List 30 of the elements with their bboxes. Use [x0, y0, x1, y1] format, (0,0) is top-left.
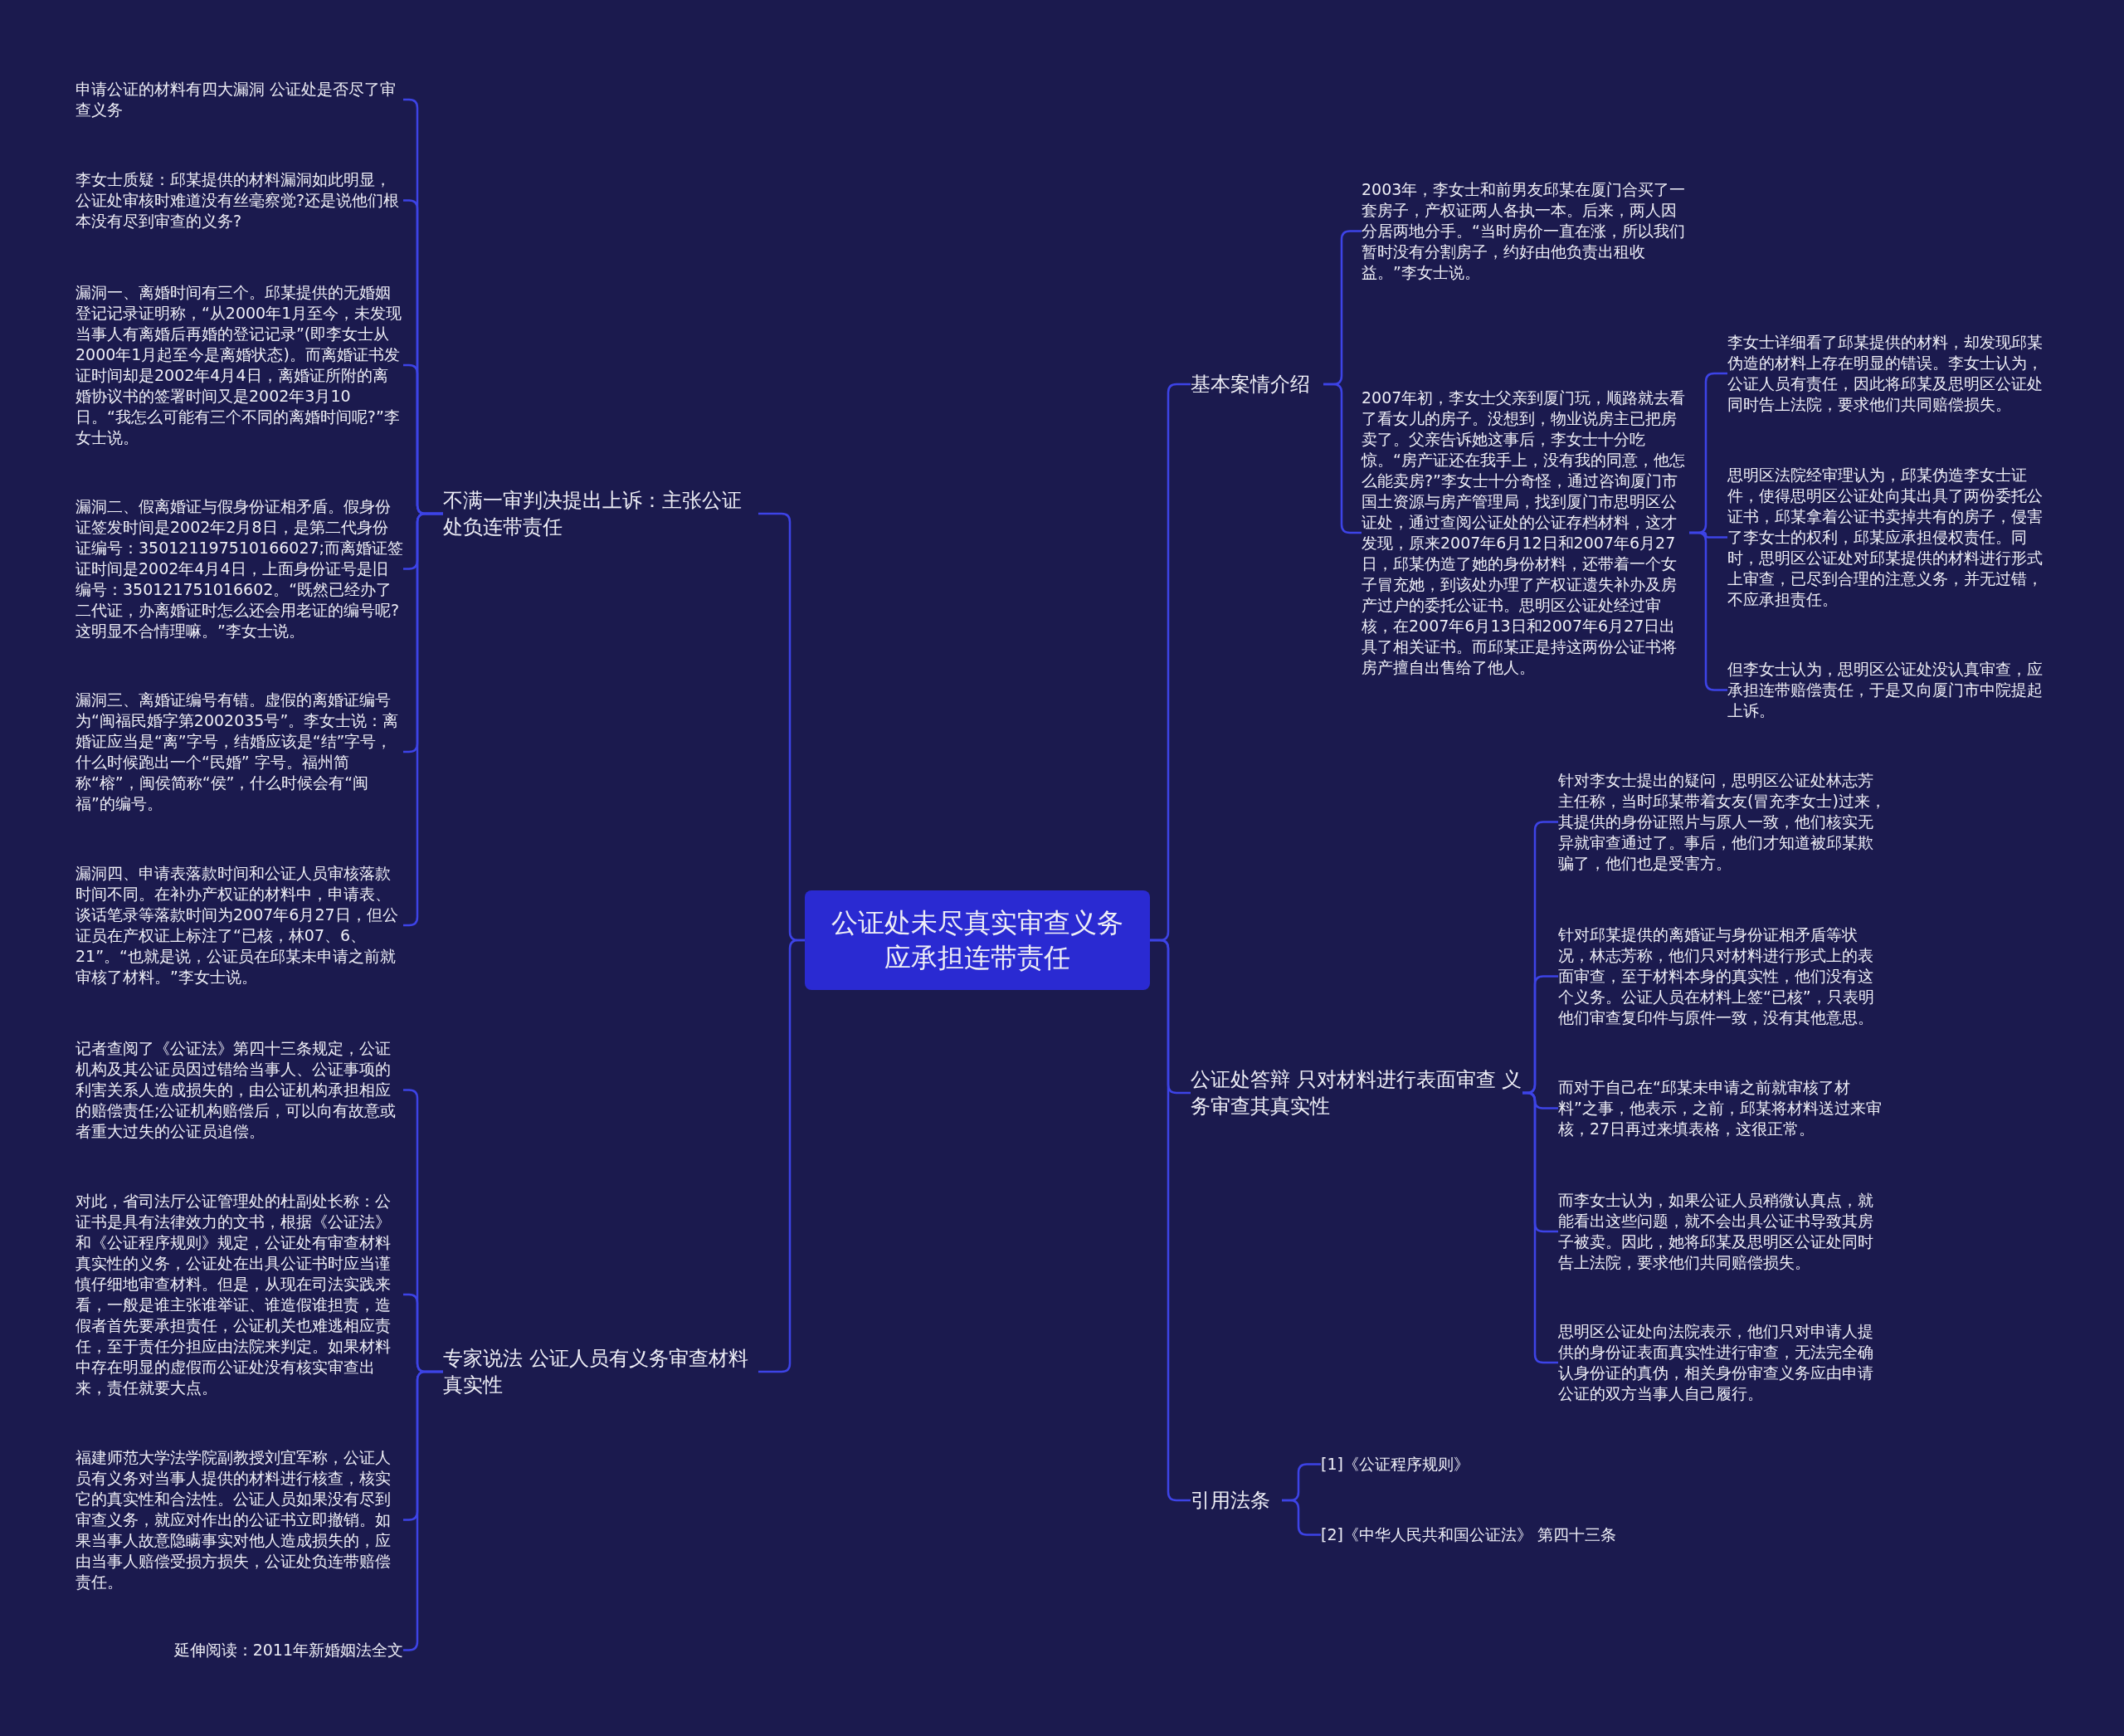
- note-text: 对此，省司法厅公证管理处的杜副处长称：公证书是具有法律效力的文书，根据《公证法》和《公证程序规则》规定，公证处有审查材料真实性的义务，公证处在出具公证书时应当谨慎仔细地审查材料。但是，从现在司法实践来看，一般是谁主张谁举证、谁造假谁担责，造假者首先要承担责任，公证机关也难逃相应责任，至于责任分担应由法院来判定。如果材料中存在明显的虚假而公证处没有核实审查出来，责任就要大点。: [76, 1191, 403, 1398]
- note-text: 而李女士认为，如果公证人员稍微认真点，就能看出这些问题，就不会出具公证书导致其房子被卖。因此，她将邱某及思明区公证处同时告上法院，要求他们共同赔偿损失。: [1558, 1190, 1886, 1273]
- note-text: [2]《中华人民共和国公证法》 第四十三条: [1321, 1524, 1653, 1545]
- note-text: 漏洞三、离婚证编号有错。虚假的离婚证编号为“闽福民婚字第2002035号”。李女士说：离婚证应当是“离”字号，结婚应该是“结”字号，什么时候跑出一个“民婚” 字号。福州简称“榕”，闽侯简称“侯”，什么时候会有“闽福”的编号。: [76, 690, 403, 814]
- note-text: 李女士详细看了邱某提供的材料，却发现邱某伪造的材料上存在明显的错误。李女士认为，公证人员有责任，因此将邱某及思明区公证处同时告上法院，要求他们共同赔偿损失。: [1727, 332, 2055, 415]
- note-text: 思明区法院经审理认为，邱某伪造李女士证件，使得思明区公证处向其出具了两份委托公证书，邱某拿着公证书卖掉共有的房子，侵害了李女士的权利，邱某应承担侵权责任。同时，思明区公证处对邱某提供的材料进行形式上审查，已尽到合理的注意义务，并无过错，不应承担责任。: [1727, 465, 2055, 610]
- note-text: 2007年初，李女士父亲到厦门玩，顺路就去看了看女儿的房子。没想到，物业说房主已把房卖了。父亲告诉她这事后，李女士十分吃惊。“房产证还在我手上，没有我的同意，他怎么能卖房?”李女士十分奇怪，通过咨询厦门市国土资源与房产管理局，找到厦门市思明区公证处，通过查阅公证处的公证存档材料，这才发现，原来2007年6月12日和2007年6月27日，邱某伪造了她的身份材料，还带着一个女子冒充她，到该处办理了产权证遗失补办及房产过户的委托公证书。思明区公证处经过审核，在2007年6月13日和2007年6月27日出具了相关证书。而邱某正是持这两份公证书将房产擅自出售给了他人。: [1362, 388, 1689, 678]
- note-text: 李女士质疑：邱某提供的材料漏洞如此明显，公证处审核时难道没有丝毫察觉?还是说他们根本没有尽到审查的义务?: [76, 169, 403, 232]
- note-text: 而对于自己在“邱某未申请之前就审核了材料”之事，他表示，之前，邱某将材料送过来审核，27日再过来填表格，这很正常。: [1558, 1077, 1886, 1139]
- topic-text: 引用法条: [1191, 1484, 1282, 1517]
- note-text: 针对李女士提出的疑问，思明区公证处林志芳主任称，当时邱某带着女友(冒充李女士)过来，其提供的身份证照片与原人一致，他们核实无异就审查通过了。事后，他们才知道被邱某欺骗了，他们也是受害方。: [1558, 770, 1886, 874]
- note-text: 漏洞一、离婚时间有三个。邱某提供的无婚姻登记记录证明称，“从2000年1月至今，未发现当事人有离婚后再婚的登记记录”(即李女士从2000年1月起至今是离婚状态)。而离婚证书发证时间却是2002年4月4日，离婚证所附的离婚协议书的签署时间又是2002年3月10日。“我怎么可能有三个不同的离婚时间呢?”李女士说。: [76, 282, 403, 448]
- note-text: 针对邱某提供的离婚证与身份证相矛盾等状况，林志芳称，他们只对材料进行形式上的表面审查，至于材料本身的真实性，他们没有这个义务。公证人员在材料上签“已核”，只表明他们审查复印件与原件一致，没有其他意思。: [1558, 924, 1886, 1028]
- note-text: 2003年，李女士和前男友邱某在厦门合买了一套房子，产权证两人各执一本。后来，两人因分居两地分手。“当时房价一直在涨，所以我们暂时没有分割房子，约好由他负责出租收益。”李女士说。: [1362, 179, 1689, 283]
- note-text: [1]《公证程序规则》: [1321, 1454, 1653, 1475]
- note-text: 记者查阅了《公证法》第四十三条规定，公证机构及其公证员因过错给当事人、公证事项的利害关系人造成损失的，由公证机构承担相应的赔偿责任;公证机构赔偿后，可以向有故意或者重大过失的公证员追偿。: [76, 1038, 403, 1142]
- topic-text: 不满一审判决提出上诉：主张公证处负连带责任: [443, 484, 758, 544]
- note-text: 漏洞四、申请表落款时间和公证人员审核落款时间不同。在补办产权证的材料中，申请表、谈话笔录等落款时间为2007年6月27日，但公证员在产权证上标注了“已核，林07、6、21”。“也就是说，公证员在邱某未申请之前就审核了材料。”李女士说。: [76, 863, 403, 987]
- note-text: 漏洞二、假离婚证与假身份证相矛盾。假身份证签发时间是2002年2月8日，是第二代身份证编号：350121197510166027;而离婚证签证时间是2002年4月4日，上面身份证号是旧编号：350121751016602。“既然已经办了二代证，办离婚证时怎么还会用老证的编号呢?这明显不合情理嘛。”李女士说。: [76, 496, 403, 641]
- connector-line: [758, 939, 805, 1373]
- topic-text: 基本案情介绍: [1191, 368, 1323, 401]
- note-text: 但李女士认为，思明区公证处没认真审查，应承担连带赔偿责任，于是又向厦门市中院提起上诉。: [1727, 659, 2055, 721]
- note-text: 申请公证的材料有四大漏洞 公证处是否尽了审查义务: [76, 79, 403, 120]
- topic-text: 专家说法 公证人员有义务审查材料真实性: [443, 1342, 758, 1402]
- note-text: 思明区公证处向法院表示，他们只对申请人提供的身份证表面真实性进行审查，无法完全确认身份证的真伪，相关身份审查义务应由申请公证的双方当事人自己履行。: [1558, 1321, 1886, 1404]
- connector-line: [1282, 1499, 1321, 1536]
- topic-text: 公证处答辩 只对材料进行表面审查 义务审查其真实性: [1191, 1063, 1522, 1123]
- central-topic-box: 公证处未尽真实审查义务应承担连带责任: [805, 890, 1150, 990]
- note-text: 福建师范大学法学院副教授刘宜军称，公证人员有义务对当事人提供的材料进行核查，核实它的真实性和合法性。公证人员如果没有尽到审查义务，就应对作出的公证书立即撤销。如果当事人故意隐瞒事实对他人造成损失的，应由当事人赔偿受损方损失，公证处负连带赔偿责任。: [76, 1447, 403, 1592]
- note-text: 延伸阅读：2011年新婚姻法全文: [76, 1640, 403, 1660]
